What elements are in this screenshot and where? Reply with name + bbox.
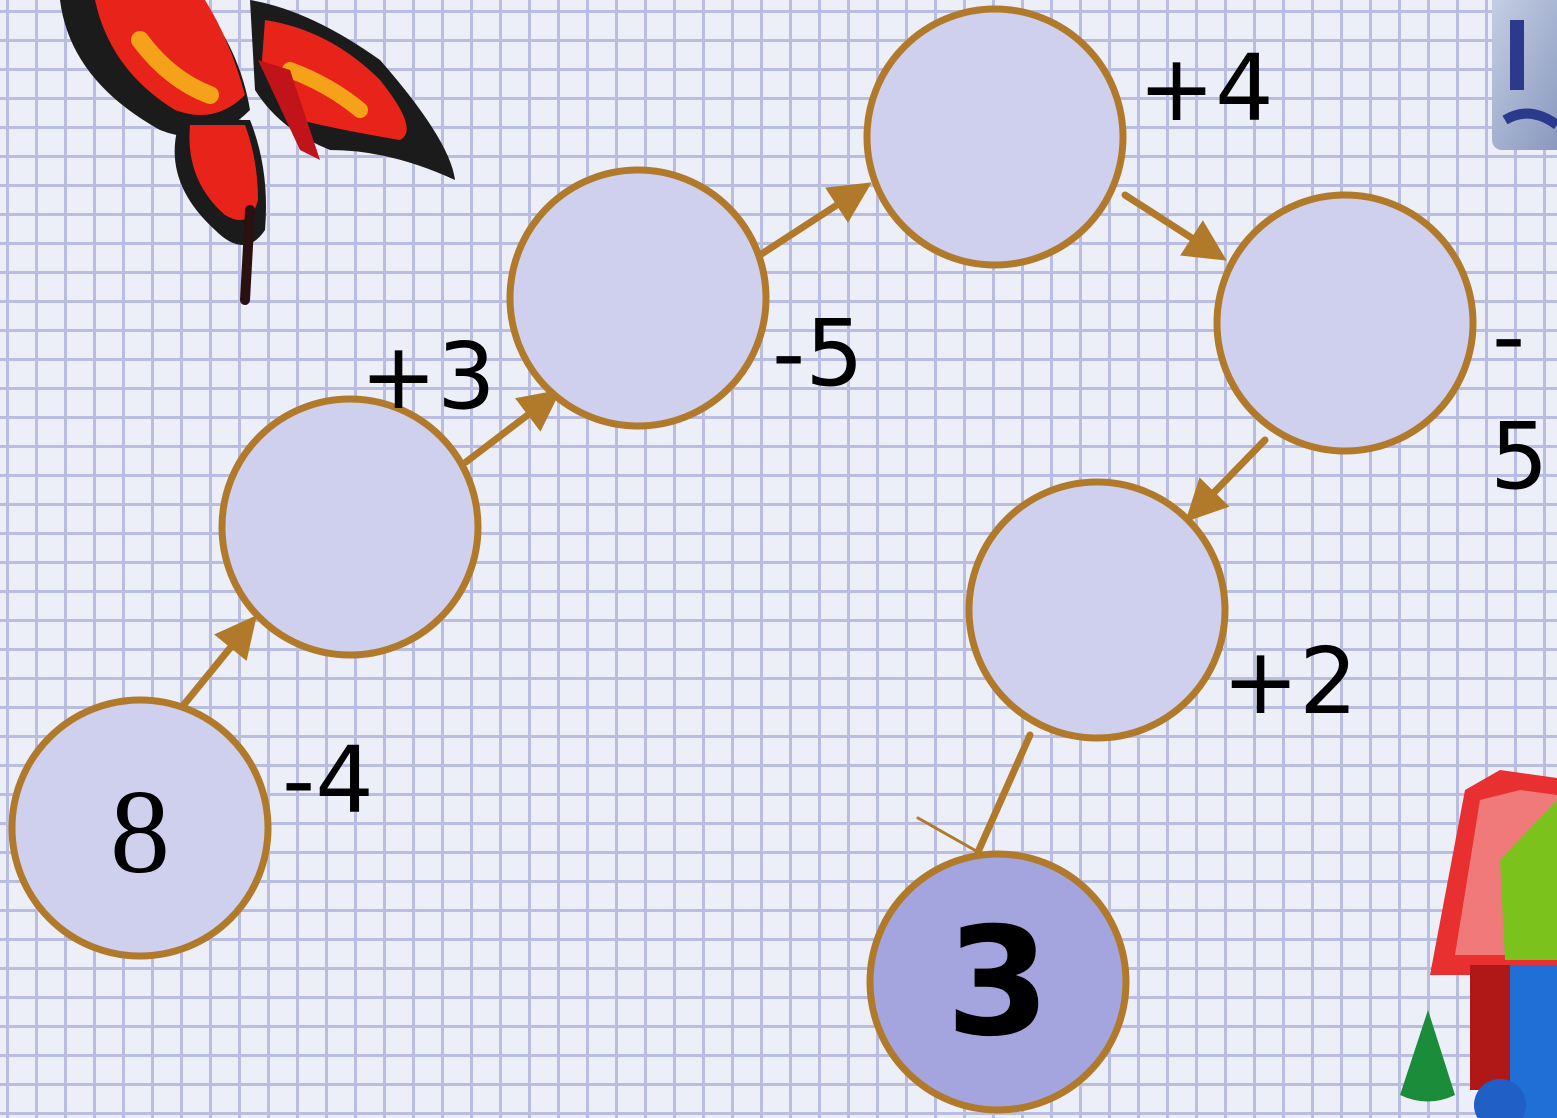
blank-circle-5[interactable] [969, 482, 1225, 738]
operation-label-5-sign: - [1492, 283, 1525, 390]
butterfly-image [60, 0, 455, 300]
corner-block-image [1492, 0, 1557, 150]
blank-circle-1[interactable] [222, 399, 478, 655]
arrow-5 [1195, 440, 1265, 512]
start-value: 8 [110, 765, 170, 898]
operation-label-4: +4 [1138, 35, 1274, 142]
blank-circle-4[interactable] [1217, 195, 1473, 451]
connector-6-tail [918, 818, 978, 852]
arrow-3 [760, 190, 860, 255]
arrow-4 [1125, 195, 1215, 253]
geometric-shapes-image [1400, 770, 1557, 1118]
operation-label-1: -4 [282, 727, 374, 834]
blank-circle-2[interactable] [510, 170, 766, 426]
connector-6 [978, 735, 1030, 852]
operation-label-5-digit: 5 [1490, 403, 1549, 510]
operation-label-6: +2 [1222, 628, 1358, 735]
arrow-1 [182, 626, 248, 707]
final-value: 3 [946, 896, 1050, 1070]
blank-circle-3[interactable] [867, 9, 1123, 265]
operation-label-3: -5 [772, 300, 864, 407]
operation-label-2: +3 [360, 323, 496, 430]
